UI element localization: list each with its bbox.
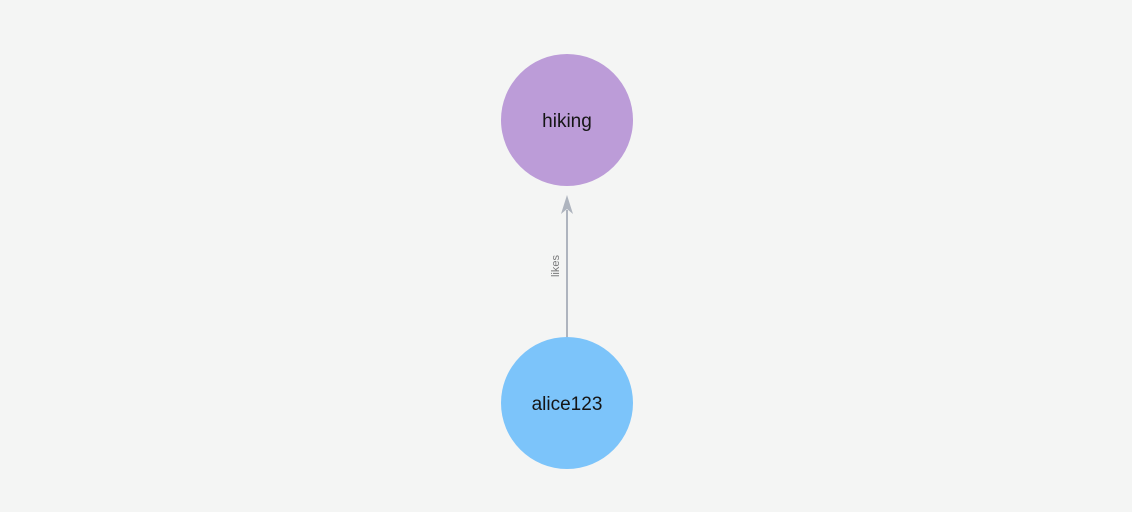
- graph-node-hiking[interactable]: hiking: [501, 54, 633, 186]
- graph-node-alice123[interactable]: alice123: [501, 337, 633, 469]
- node-circle-hiking[interactable]: [501, 54, 633, 186]
- arrowhead-icon: [561, 195, 573, 214]
- edge-label: likes: [550, 255, 562, 278]
- graph-edge-alice123-likes-hiking[interactable]: likes: [550, 195, 573, 337]
- node-circle-alice123[interactable]: [501, 337, 633, 469]
